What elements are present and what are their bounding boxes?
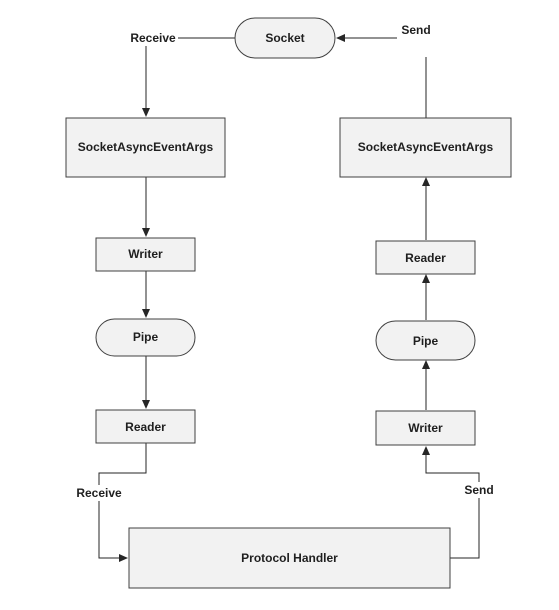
edge-reader-to-handler <box>98 443 147 559</box>
node-socket-label: Socket <box>265 31 304 45</box>
node-writer-right <box>375 410 476 446</box>
edge-label-send-top: Send <box>401 23 430 37</box>
node-saea-left-label: SocketAsyncEventArgs <box>78 140 214 154</box>
node-reader-right-label: Reader <box>405 251 446 265</box>
arrowhead <box>422 177 430 186</box>
node-saea-left <box>65 117 226 178</box>
node-protocol-handler-label: Protocol Handler <box>241 551 338 565</box>
arrowhead <box>142 309 150 318</box>
arrowhead <box>142 228 150 237</box>
node-reader-right <box>375 240 476 275</box>
label-bg <box>74 485 124 501</box>
node-pipe-right-label: Pipe <box>413 334 439 348</box>
node-pipe-right <box>375 320 476 361</box>
arrowhead <box>422 274 430 283</box>
edge-handler-to-writer-right <box>425 453 480 559</box>
edge-label-send-bottom: Send <box>464 483 493 497</box>
node-saea-right <box>339 117 512 178</box>
node-socket <box>234 17 336 59</box>
node-writer-left-label: Writer <box>128 247 163 261</box>
label-bg <box>128 30 178 46</box>
node-pipe-left <box>95 318 196 357</box>
node-writer-right-label: Writer <box>408 421 443 435</box>
edge-label-receive-top: Receive <box>130 31 176 45</box>
edge-label-receive-bottom: Receive <box>76 486 122 500</box>
node-reader-left-label: Reader <box>125 420 166 434</box>
arrowhead <box>422 446 430 455</box>
edge-socket-to-saea-left <box>145 37 235 110</box>
arrowhead <box>422 360 430 369</box>
node-saea-right-label: SocketAsyncEventArgs <box>358 140 494 154</box>
node-protocol-handler <box>128 527 451 589</box>
arrowhead <box>336 34 345 42</box>
node-pipe-left-label: Pipe <box>133 330 159 344</box>
arrowhead <box>142 400 150 409</box>
node-writer-left <box>95 237 196 272</box>
arrowhead <box>142 108 150 117</box>
arrowhead <box>119 554 128 562</box>
label-bg <box>462 482 496 498</box>
node-reader-left <box>95 409 196 444</box>
